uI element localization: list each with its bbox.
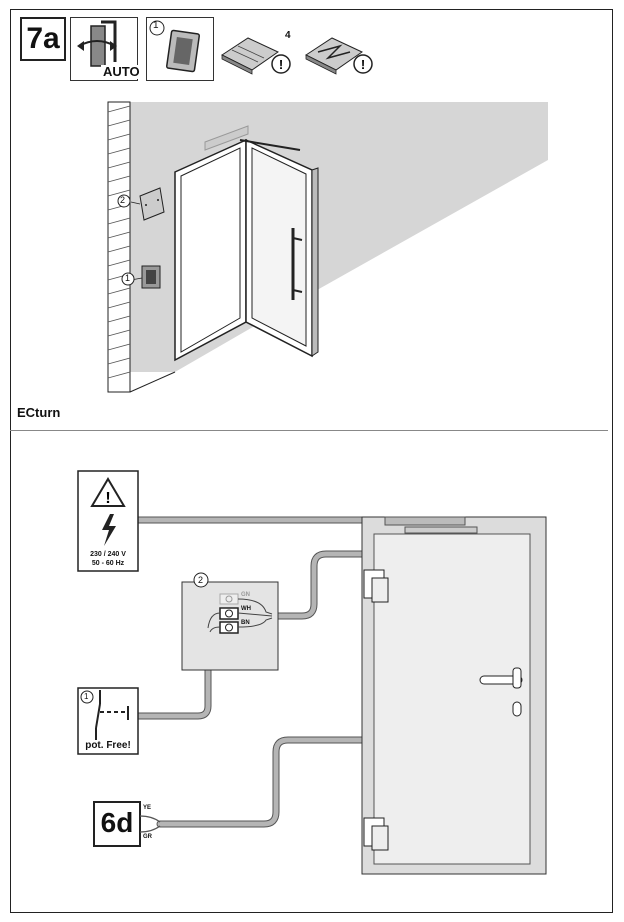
- contact-cable: [135, 625, 211, 719]
- door-hinge-top: [363, 569, 389, 603]
- contact-label: pot. Free!: [85, 740, 131, 751]
- power-voltage: 230 / 240 V: [90, 551, 126, 558]
- auto-label: AUTO: [101, 64, 142, 79]
- manual-wiring-icon: !: [304, 37, 373, 75]
- wire-ye-label: YE: [143, 805, 152, 811]
- box-cable: [269, 551, 365, 619]
- manual-book-icon: !: [220, 37, 291, 75]
- warning-triangle-icon: [90, 477, 126, 507]
- power-frequency: 50 - 60 Hz: [91, 560, 125, 567]
- terminal-wh-label: WH: [241, 606, 251, 612]
- marker-1-top: 1: [125, 273, 131, 283]
- door-handle-lever: [479, 667, 523, 717]
- contact-switch: [141, 265, 161, 289]
- door-hinge-bottom: [363, 817, 389, 851]
- terminal-bn-label: BN: [241, 620, 250, 626]
- door-arrow-icon: [77, 20, 117, 67]
- step-label: 7a: [20, 17, 66, 61]
- signal-cable: [157, 737, 365, 827]
- door-operator-rail: [384, 516, 466, 526]
- door-panel: [373, 533, 531, 865]
- svg-text:!: !: [105, 490, 110, 507]
- ref-label: 6d: [100, 807, 134, 838]
- program-switch-box: [139, 187, 165, 221]
- marker-2-top: 2: [120, 195, 126, 205]
- switch-marker: 1: [153, 20, 159, 31]
- auto-mode-icon: AUTO: [70, 17, 142, 81]
- wire-gr-label: GR: [143, 834, 152, 840]
- lightning-icon: [102, 514, 116, 546]
- contact-marker: 1: [84, 692, 89, 701]
- svg-text:!: !: [361, 57, 365, 72]
- box-marker: 2: [198, 575, 204, 585]
- switch-symbol-icon: [95, 690, 129, 740]
- door-operator: [204, 125, 249, 151]
- page-frame: [10, 9, 613, 913]
- switch-icon: 1: [146, 17, 214, 81]
- svg-text:!: !: [279, 57, 283, 72]
- section-divider: [10, 430, 608, 431]
- terminal-gn-label: GN: [241, 592, 250, 598]
- ref-box: [93, 801, 141, 847]
- manual-ref-number: 4: [285, 30, 291, 41]
- product-caption: ECturn: [17, 405, 61, 420]
